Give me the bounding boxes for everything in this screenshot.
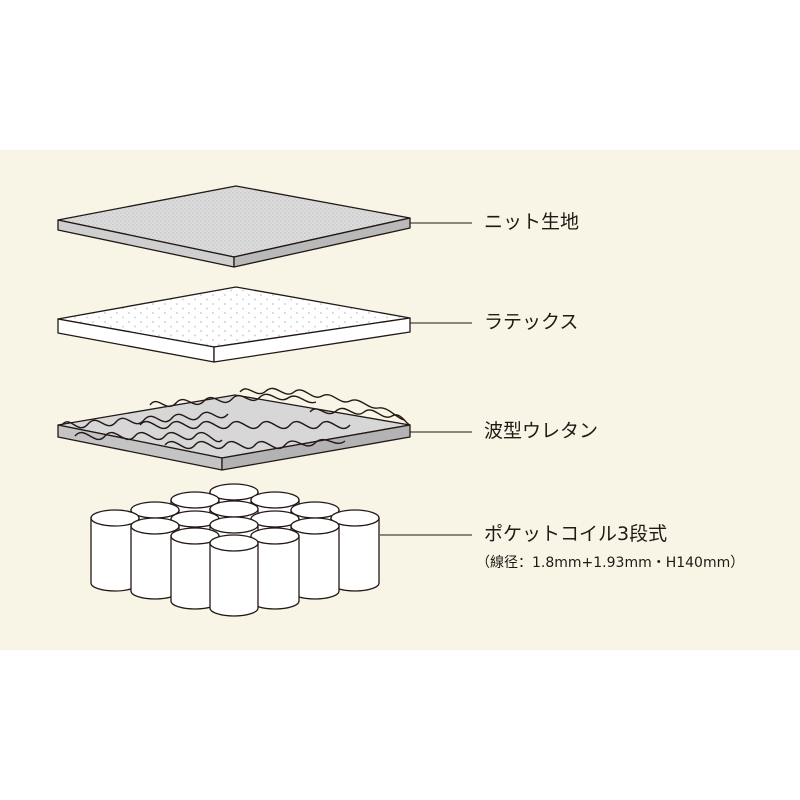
wave-urethane-layer [57,387,411,471]
pocket-coil [330,509,380,592]
label-wave-urethane: 波型ウレタン [484,420,599,442]
pocket-coil [90,509,140,592]
pocket-coil [209,534,259,617]
knit-fabric-layer [57,185,411,268]
pocket-coil [130,517,180,600]
label-knit-fabric: ニット生地 [484,211,580,233]
label-latex: ラテックス [484,311,579,333]
latex-layer [57,286,411,363]
label-pocket-coil-spec: （線径：1.8mm+1.93mm・H140mm） [476,555,745,571]
pocket-coil-layer [90,483,380,617]
label-pocket-coil: ポケットコイル3段式 [484,523,668,545]
pocket-coil [170,527,220,610]
